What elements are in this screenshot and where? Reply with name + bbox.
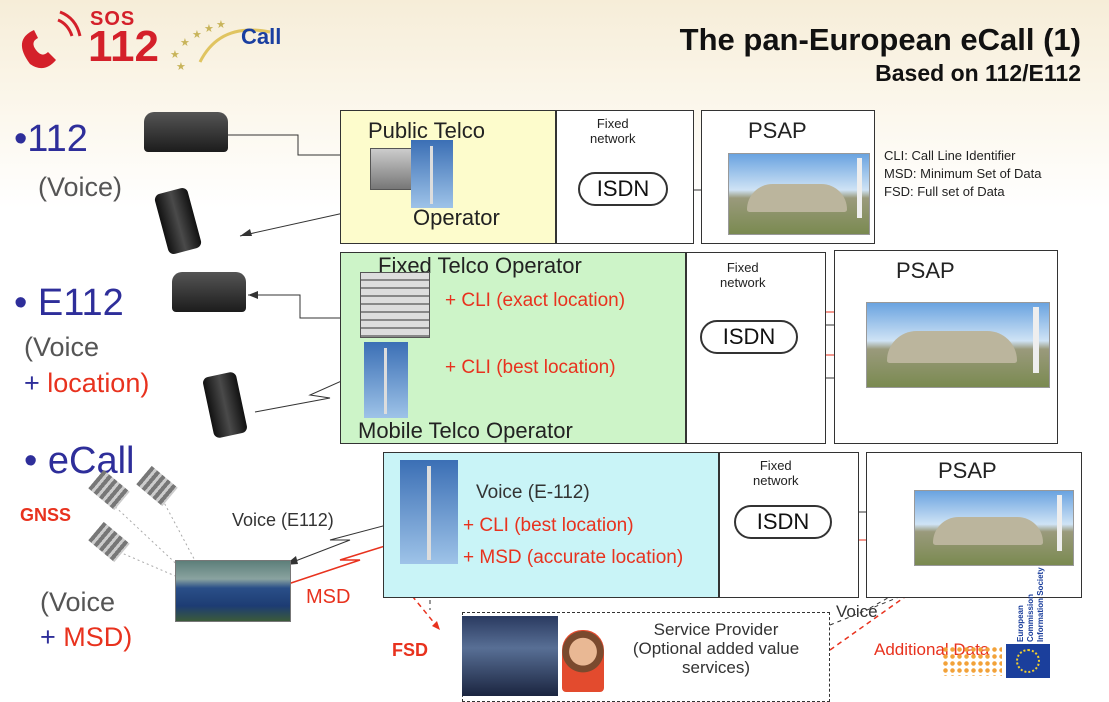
row3-gnss: GNSS xyxy=(20,505,72,525)
row1-fixed-network: Fixed network xyxy=(590,116,636,146)
dots-pattern xyxy=(942,646,1002,676)
svg-text:★: ★ xyxy=(204,23,214,35)
server-icon xyxy=(462,616,558,696)
row3-sub1: (Voice xyxy=(40,587,116,617)
row1-psap-photo xyxy=(728,153,870,235)
svg-text:★: ★ xyxy=(180,37,190,49)
row2-isdn-cloud: ISDN xyxy=(700,320,798,354)
row3-voice-line: Voice (E-112) xyxy=(476,482,590,503)
row3-antenna-icon xyxy=(400,460,458,564)
row3-cli-best: + CLI (best location) xyxy=(463,515,634,536)
row3-voice-e112: Voice (E112) xyxy=(232,510,334,530)
row1-switch-icon xyxy=(370,148,412,190)
row2-sub1: (Voice xyxy=(24,332,100,362)
legend-cli: CLI: Call Line Identifier xyxy=(884,148,1016,163)
eu-flag-icon xyxy=(1006,644,1050,678)
row3-msd-label: MSD) xyxy=(63,622,133,652)
legend-fsd: FSD: Full set of Data xyxy=(884,184,1005,199)
row2-sub2: + location) xyxy=(24,368,149,399)
row1-operator-top: Public Telco xyxy=(368,118,485,143)
row1-desk-phone-icon xyxy=(144,112,228,152)
row2-cli-exact: + CLI (exact location) xyxy=(445,290,626,311)
service-provider-label: Service Provider (Optional added value s… xyxy=(632,620,800,677)
row3-voice: Voice xyxy=(836,602,878,621)
row1-operator-bottom: Operator xyxy=(413,205,500,230)
row2-antenna-icon xyxy=(364,342,408,418)
row2-plus: + xyxy=(24,368,48,398)
svg-text:★: ★ xyxy=(170,49,180,61)
logo-call-text: Call xyxy=(241,24,282,49)
legend-msd: MSD: Minimum Set of Data xyxy=(884,166,1042,181)
legend: CLI: Call Line Identifier MSD: Minimum S… xyxy=(884,147,1042,201)
row1-sub: (Voice) xyxy=(38,172,123,202)
row2-desk-phone-icon xyxy=(172,272,246,312)
ec-logo-text: European Commission Information Society xyxy=(1016,567,1045,642)
row2-psap-photo xyxy=(866,302,1050,388)
logo-swoosh xyxy=(198,28,271,63)
row1-isdn-cloud: ISDN xyxy=(578,172,668,206)
slide-title: The pan-European eCall (1) xyxy=(679,22,1081,57)
row1-bullet: •112 xyxy=(14,118,88,160)
row3-msd: MSD xyxy=(306,586,351,608)
svg-text:★: ★ xyxy=(176,61,186,73)
slide-subtitle: Based on 112/E112 xyxy=(875,60,1081,86)
svg-text:★: ★ xyxy=(216,19,226,31)
logo-stars-icon: ★★ ★★ ★★ xyxy=(170,19,226,73)
row3-psap-photo xyxy=(914,490,1074,566)
row2-operator-bottom: Mobile Telco Operator xyxy=(358,418,573,443)
row2-psap: PSAP xyxy=(896,258,955,283)
row3-msd-accurate: + MSD (accurate location) xyxy=(463,547,684,568)
row3-psap: PSAP xyxy=(938,458,997,483)
car-icon xyxy=(175,560,291,622)
row2-location: location) xyxy=(47,368,150,398)
row2-cli-best: + CLI (best location) xyxy=(445,357,616,378)
row3-sub2: + MSD) xyxy=(40,622,132,653)
row3-plus: + xyxy=(40,622,64,652)
row2-bullet: • E112 xyxy=(14,282,124,324)
row2-switch-icon xyxy=(360,272,430,338)
logo-sos-text: SOS xyxy=(90,8,136,30)
logo-112-text: 112 xyxy=(88,22,159,71)
row3-fsd: FSD xyxy=(392,640,428,660)
row3-isdn-cloud: ISDN xyxy=(734,505,832,539)
row1-psap: PSAP xyxy=(748,118,807,143)
row1-antenna-icon xyxy=(411,140,453,208)
row3-fixed-network: Fixed network xyxy=(753,458,799,488)
logo-phone-icon xyxy=(21,10,82,69)
operator-person-icon xyxy=(562,630,604,692)
row3-bullet: • eCall xyxy=(24,440,135,482)
svg-text:★: ★ xyxy=(192,29,202,41)
row2-fixed-network: Fixed network xyxy=(720,260,766,290)
